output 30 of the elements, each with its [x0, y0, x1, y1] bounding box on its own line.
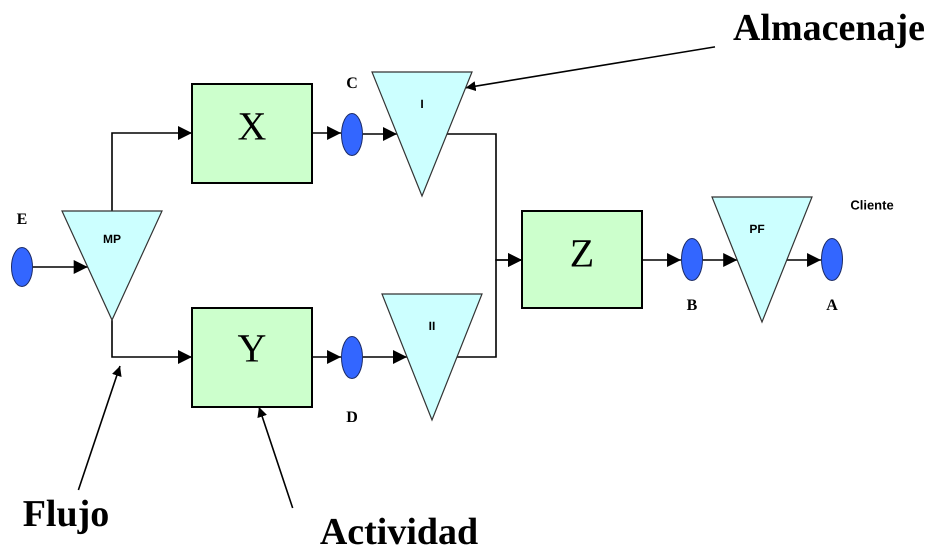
flow-arrow	[111, 126, 192, 211]
flow-arrow	[786, 253, 822, 267]
flow-arrow	[312, 126, 342, 140]
point-label: A	[826, 297, 838, 315]
flow-arrow	[457, 253, 522, 358]
leader-arrow	[78, 366, 122, 490]
annotation-label: Actividad	[292, 508, 506, 556]
leader-arrow	[466, 46, 716, 92]
point-label: B	[686, 297, 698, 315]
activity-label: Z	[570, 230, 594, 276]
annotation-label: Flujo	[12, 490, 120, 538]
point-label: Cliente	[850, 198, 894, 212]
point-label: C	[346, 75, 358, 93]
storage-label: PF	[749, 222, 765, 236]
activity-label: Y	[238, 324, 266, 372]
flow-arrow	[33, 260, 88, 274]
flow-arrow	[702, 253, 738, 267]
point-label: D	[346, 409, 358, 427]
leader-arrow	[257, 406, 294, 508]
flow-arrow	[362, 127, 397, 141]
flow-arrow	[642, 253, 682, 267]
storage-label: MP	[103, 232, 121, 246]
point-label: E	[16, 211, 28, 229]
flow-arrow	[362, 350, 407, 364]
storage-label: I	[420, 97, 424, 111]
flow-arrow	[111, 320, 192, 364]
annotation-label: Almacenaje	[715, 5, 943, 51]
storage-label: II	[428, 319, 436, 333]
activity-label: X	[238, 102, 266, 150]
flow-arrow	[312, 350, 342, 364]
